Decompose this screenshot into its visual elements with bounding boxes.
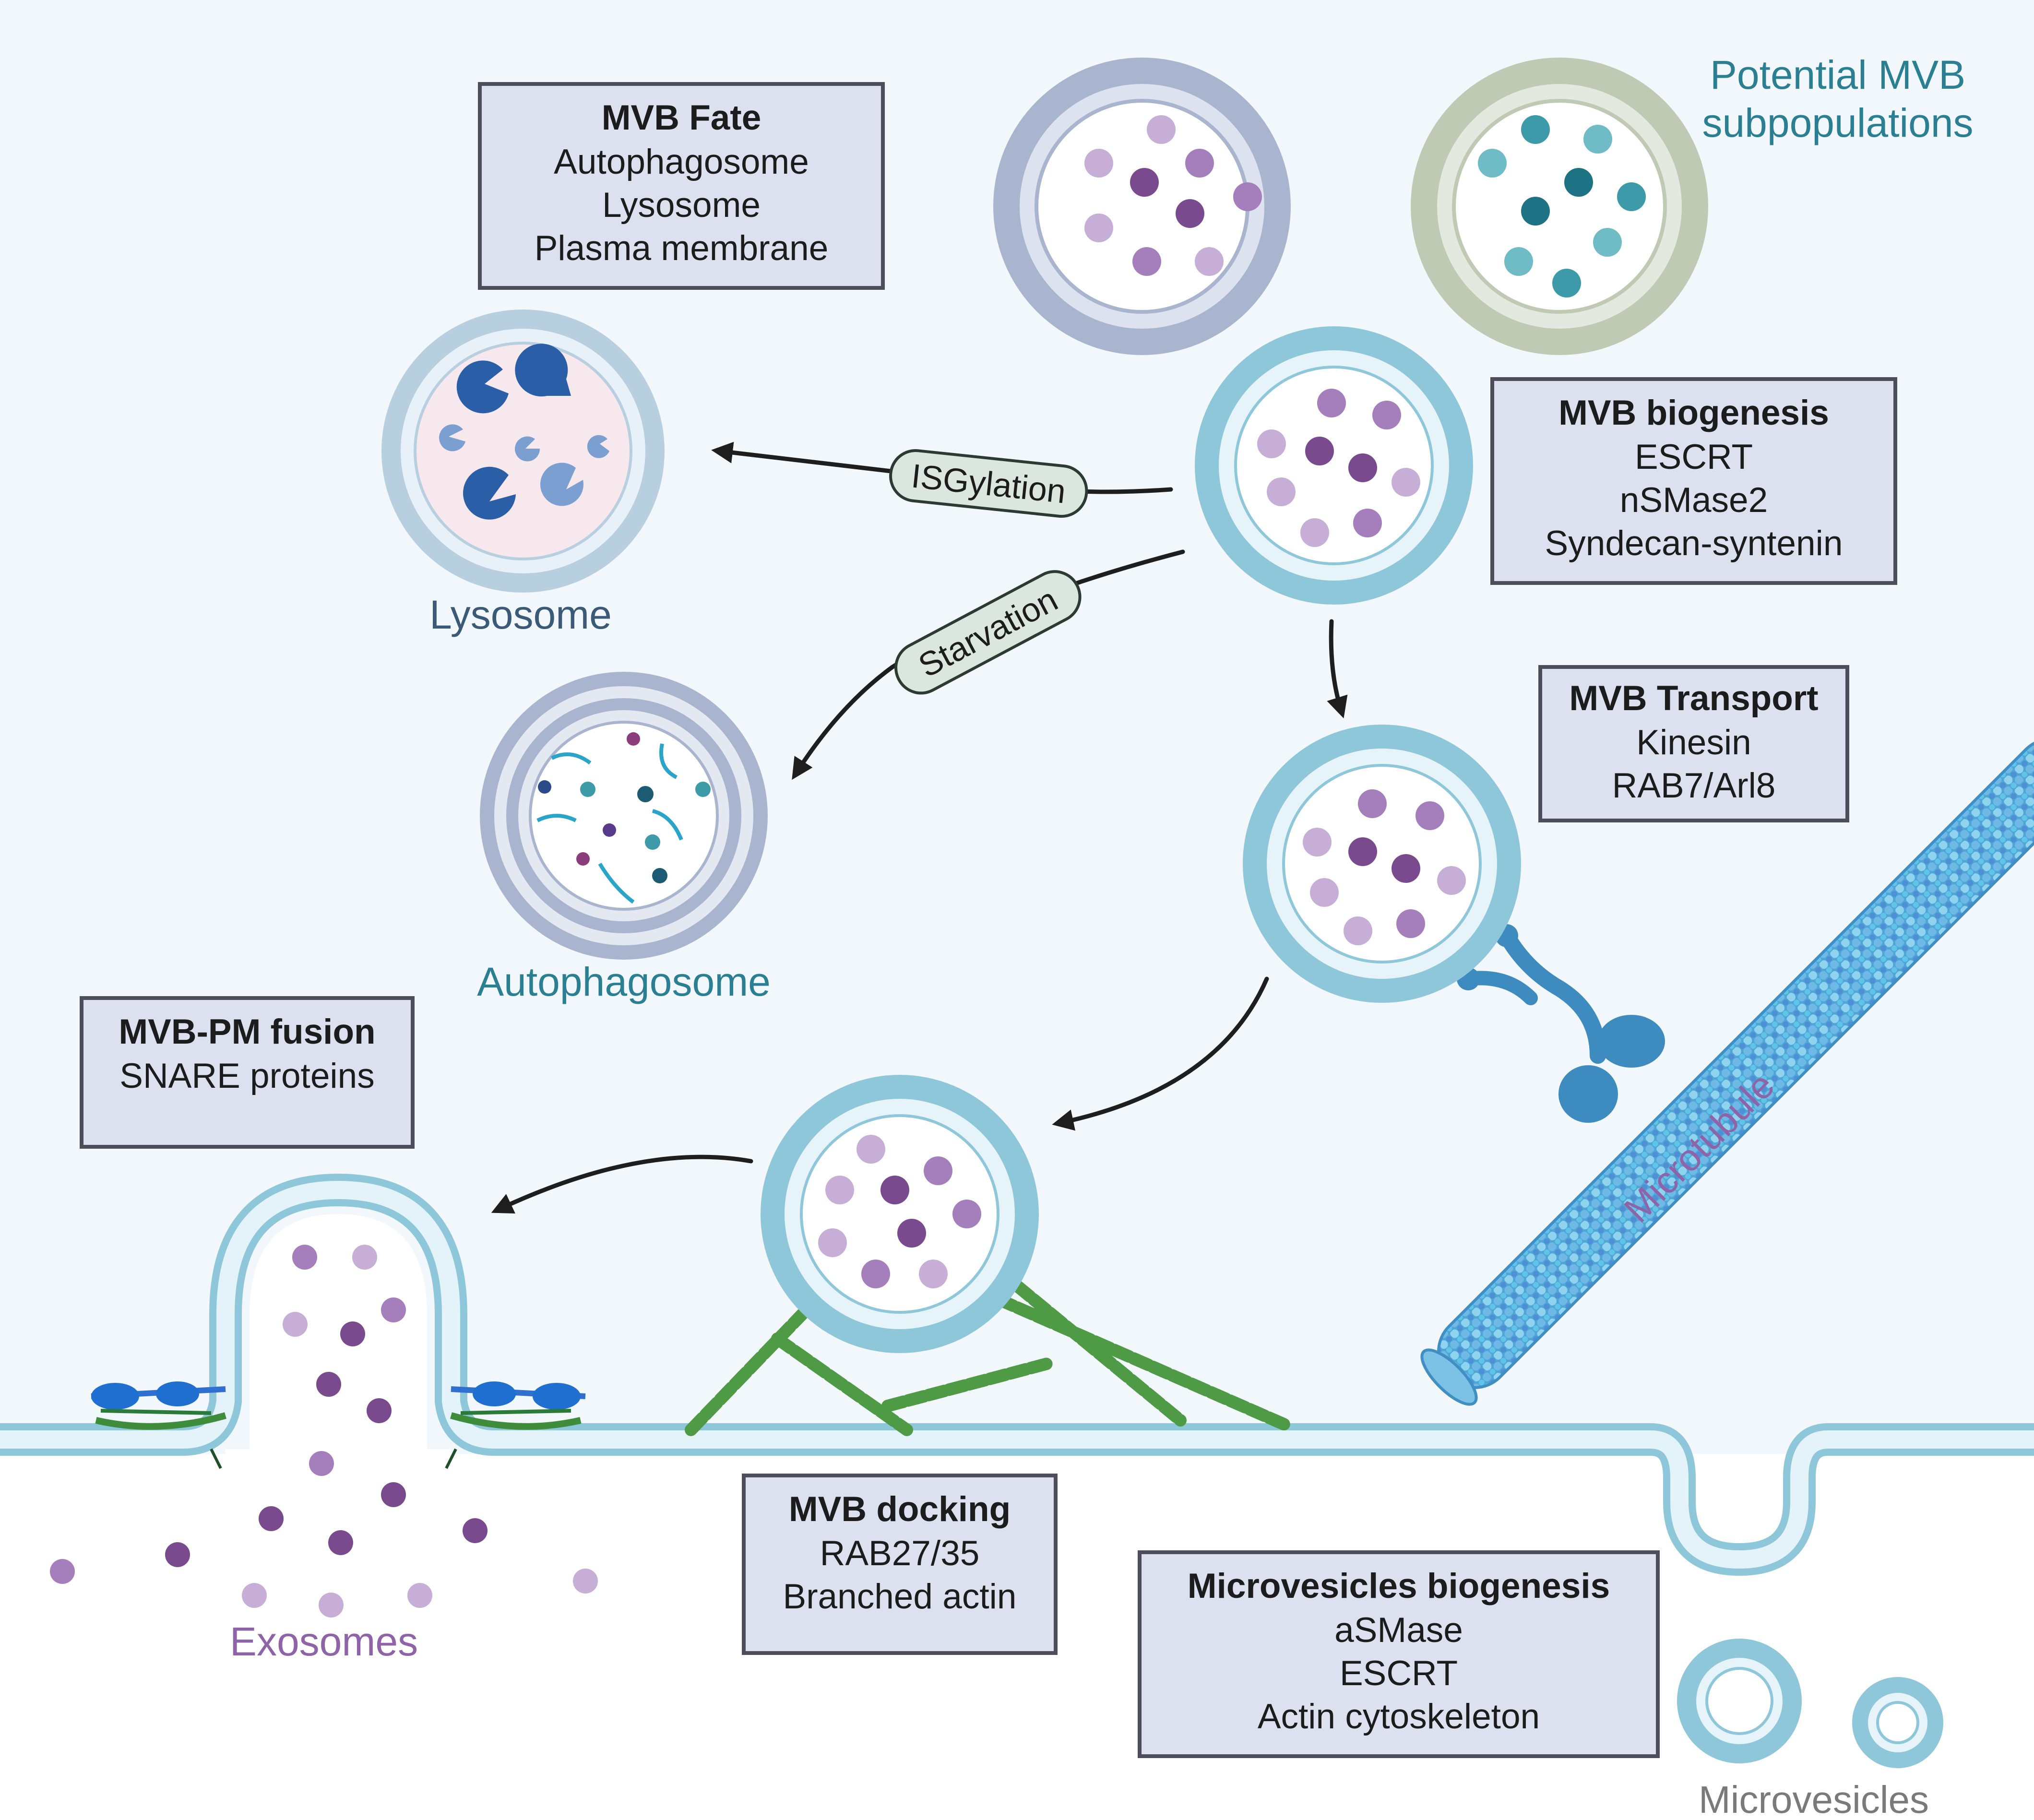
box-mvb-fate-line: Lysosome	[602, 186, 761, 225]
box-mvb-pm-fusion: MVB-PM fusion SNARE proteins	[80, 996, 415, 1149]
box-microvesicles-biogenesis: Microvesicles biogenesis aSMase ESCRT Ac…	[1138, 1550, 1660, 1758]
box-mvb-biogenesis-line: ESCRT	[1635, 438, 1753, 476]
autophagosome-label: Autophagosome	[477, 959, 771, 1004]
box-mvb-transport: MVB Transport Kinesin RAB7/Arl8	[1538, 665, 1849, 822]
exosomes-label: Exosomes	[230, 1619, 418, 1664]
microvesicles	[1677, 1639, 1943, 1768]
branched-actin	[685, 1280, 1292, 1436]
box-microvesicles-biogenesis-line: aSMase	[1334, 1611, 1463, 1650]
mvb-subpopulation-purple	[993, 58, 1291, 355]
mvb-subpopulation-teal	[1411, 58, 1708, 355]
box-mvb-fate-title: MVB Fate	[602, 98, 761, 137]
box-microvesicles-biogenesis-title: Microvesicles biogenesis	[1188, 1567, 1610, 1606]
box-mvb-fate-line: Autophagosome	[554, 143, 809, 181]
snare-complex-icon	[91, 1381, 586, 1469]
mvb-central	[1195, 326, 1473, 605]
pacman-enzyme-icon	[439, 344, 609, 520]
autophagosome	[480, 672, 768, 960]
box-mvb-transport-line: Kinesin	[1636, 723, 1751, 762]
box-mvb-biogenesis-line: Syndecan-syntenin	[1545, 524, 1843, 563]
fusion-pore-lumen	[250, 1214, 427, 1459]
box-mvb-biogenesis-title: MVB biogenesis	[1558, 393, 1829, 432]
box-mvb-transport-title: MVB Transport	[1569, 679, 1818, 718]
box-mvb-docking: MVB docking RAB27/35 Branched actin	[742, 1474, 1058, 1655]
arrow-to-fusion	[491, 1154, 753, 1213]
box-mvb-docking-line: RAB27/35	[820, 1534, 980, 1573]
box-mvb-fate: MVB Fate Autophagosome Lysosome Plasma m…	[478, 82, 885, 290]
plasma-membrane	[0, 1173, 2034, 1576]
isgylation-pill: ISGylation	[889, 449, 1088, 518]
box-mvb-pm-fusion-line: SNARE proteins	[119, 1057, 375, 1095]
potential-mvb-label-line1: Potential MVB	[1710, 52, 1965, 97]
kinesin-motor-icon	[1457, 924, 1665, 1123]
arrow-to-transport	[1327, 619, 1348, 719]
box-mvb-biogenesis: MVB biogenesis ESCRT nSMase2 Syndecan-sy…	[1490, 377, 1897, 585]
box-microvesicles-biogenesis-line: Actin cytoskeleton	[1258, 1697, 1540, 1736]
lysosome-label: Lysosome	[429, 592, 612, 637]
mvb-docking	[761, 1075, 1039, 1353]
box-mvb-docking-title: MVB docking	[789, 1490, 1011, 1529]
box-mvb-docking-line: Branched actin	[783, 1577, 1017, 1616]
box-mvb-transport-line: RAB7/Arl8	[1612, 766, 1776, 805]
potential-mvb-label-line2: subpopulations	[1702, 100, 1973, 145]
exosomes	[50, 1245, 598, 1618]
box-mvb-fate-line: Plasma membrane	[535, 229, 829, 268]
arrow-to-docking	[1052, 976, 1269, 1131]
box-microvesicles-biogenesis-line: ESCRT	[1340, 1654, 1458, 1693]
box-mvb-pm-fusion-title: MVB-PM fusion	[119, 1012, 375, 1051]
mvb-transport	[1243, 725, 1521, 1003]
box-mvb-biogenesis-line: nSMase2	[1620, 481, 1768, 520]
microvesicles-label: Microvesicles	[1699, 1778, 1929, 1818]
microtubule	[1420, 737, 2034, 1406]
